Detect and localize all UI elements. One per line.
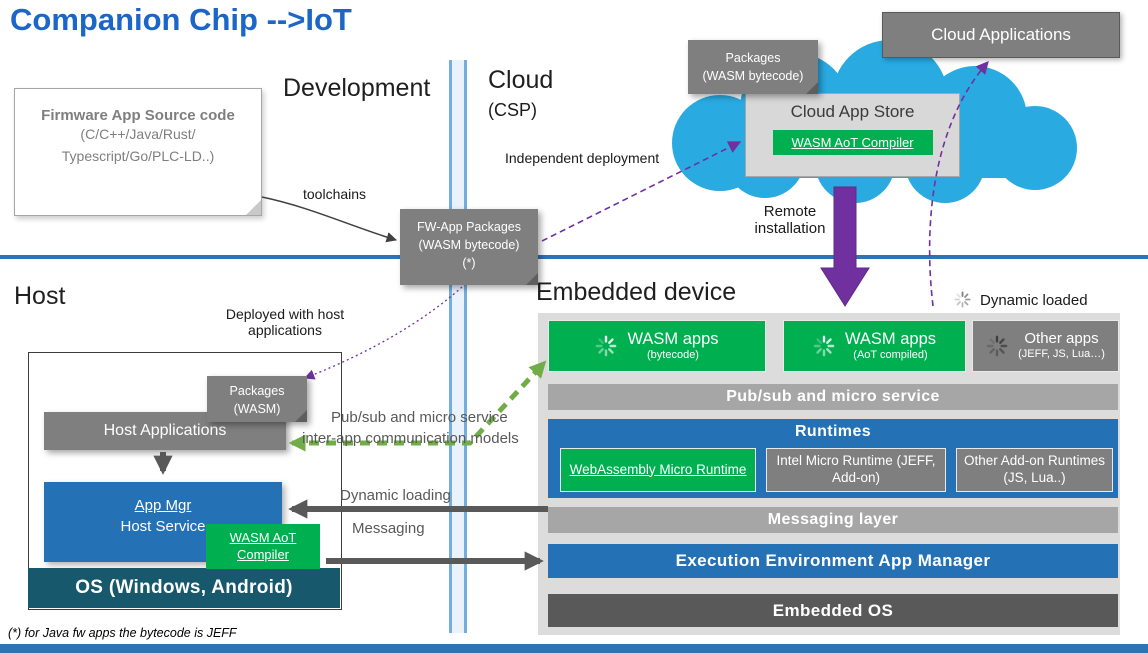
wasm-apps-aot-title: WASM apps bbox=[844, 329, 937, 348]
packages-wasm-line1: Packages bbox=[229, 384, 285, 398]
packages-wasm-bytecode-line1: Packages bbox=[725, 51, 781, 65]
other-apps-subtitle: (JEFF, JS, Lua…) bbox=[1018, 348, 1105, 361]
intel-micro-runtime-box: Intel Micro Runtime (JEFF, Add-on) bbox=[766, 448, 946, 492]
page-title: Companion Chip -->IoT bbox=[10, 2, 352, 37]
section-label-embedded-device: Embedded device bbox=[536, 278, 737, 306]
label-dynamic-loaded: Dynamic loaded bbox=[980, 292, 1088, 309]
fw-app-packages-line2: (WASM bytecode) bbox=[418, 238, 520, 253]
label-independent-deployment: Independent deployment bbox=[505, 150, 660, 166]
label-toolchains: toolchains bbox=[303, 186, 367, 202]
wasm-apps-bytecode-box: WASM apps (bytecode) bbox=[548, 320, 766, 372]
label-remote-installation: Remote installation bbox=[754, 203, 826, 237]
execution-environment-bar: Execution Environment App Manager bbox=[548, 544, 1118, 578]
cloud-app-store-title: Cloud App Store bbox=[790, 102, 915, 121]
label-pubsub-models-line1: Pub/sub and micro service bbox=[331, 409, 508, 426]
other-apps-title: Other apps bbox=[1024, 330, 1099, 348]
app-mgr-line2: Host Service bbox=[120, 518, 206, 535]
label-pubsub-models-line2: inter-app communication models bbox=[302, 430, 519, 447]
fw-app-packages-note: FW-App Packages (WASM bytecode) (*) bbox=[400, 209, 538, 285]
packages-wasm-bytecode-line2: (WASM bytecode) bbox=[702, 69, 804, 84]
other-apps-box: Other apps (JEFF, JS, Lua…) bbox=[972, 320, 1119, 372]
label-dynamic-loading: Dynamic loading bbox=[340, 487, 451, 504]
toolchains-arrow bbox=[261, 196, 398, 243]
host-os-bar: OS (Windows, Android) bbox=[28, 568, 340, 608]
wasm-apps-aot-subtitle: (AoT compiled) bbox=[853, 349, 928, 362]
footnote: (*) for Java fw apps the bytecode is JEF… bbox=[8, 626, 237, 640]
firmware-source-line3: Typescript/Go/PLC-LD..) bbox=[61, 147, 215, 164]
vertical-divider bbox=[449, 60, 467, 633]
packages-wasm-line2: (WASM) bbox=[233, 402, 281, 417]
wasm-apps-bytecode-subtitle: (bytecode) bbox=[647, 349, 699, 362]
firmware-source-line2: (C/C++/Java/Rust/ bbox=[80, 126, 196, 142]
other-addon-runtimes-box: Other Add-on Runtimes (JS, Lua..) bbox=[956, 448, 1113, 492]
section-label-csp: (CSP) bbox=[488, 100, 537, 120]
app-mgr-line1: App Mgr bbox=[134, 497, 192, 514]
section-label-development: Development bbox=[283, 74, 431, 102]
embedded-os-bar: Embedded OS bbox=[548, 594, 1118, 627]
label-deployed-with-host: Deployed with host applications bbox=[225, 306, 345, 338]
cloud-wasm-aot-compiler: WASM AoT Compiler bbox=[772, 130, 933, 155]
cloud-applications-box: Cloud Applications bbox=[882, 12, 1120, 58]
label-messaging: Messaging bbox=[352, 520, 425, 537]
loading-spinner-icon bbox=[986, 335, 1008, 357]
wasm-apps-aot-box: WASM apps (AoT compiled) bbox=[783, 320, 966, 372]
wasm-apps-bytecode-title: WASM apps bbox=[627, 329, 719, 348]
packages-wasm-note: Packages (WASM) bbox=[207, 376, 307, 422]
fw-app-packages-line1: FW-App Packages bbox=[417, 220, 521, 234]
host-container bbox=[28, 352, 342, 610]
host-wasm-aot-compiler: WASM AoT Compiler bbox=[206, 524, 320, 569]
fw-app-packages-line3: (*) bbox=[462, 256, 476, 271]
webassembly-micro-runtime-box: WebAssembly Micro Runtime bbox=[560, 448, 756, 492]
horizontal-divider bbox=[0, 255, 1148, 259]
loading-spinner-icon bbox=[595, 335, 617, 357]
bottom-accent-strip bbox=[0, 644, 1148, 653]
loading-spinner-icon bbox=[813, 335, 835, 357]
loading-spinner-icon bbox=[954, 291, 971, 308]
runtimes-title: Runtimes bbox=[794, 423, 872, 440]
firmware-source-title: Firmware App Source code bbox=[41, 107, 235, 124]
pubsub-service-bar: Pub/sub and micro service bbox=[548, 384, 1118, 410]
section-label-cloud: Cloud bbox=[488, 66, 554, 94]
cloud-app-store-box: Cloud App Store WASM AoT Compiler bbox=[745, 93, 960, 177]
section-label-host: Host bbox=[14, 282, 66, 310]
firmware-source-box: Firmware App Source code (C/C++/Java/Rus… bbox=[14, 88, 262, 216]
packages-wasm-bytecode-note: Packages (WASM bytecode) bbox=[688, 40, 818, 94]
messaging-layer-bar: Messaging layer bbox=[548, 507, 1118, 533]
